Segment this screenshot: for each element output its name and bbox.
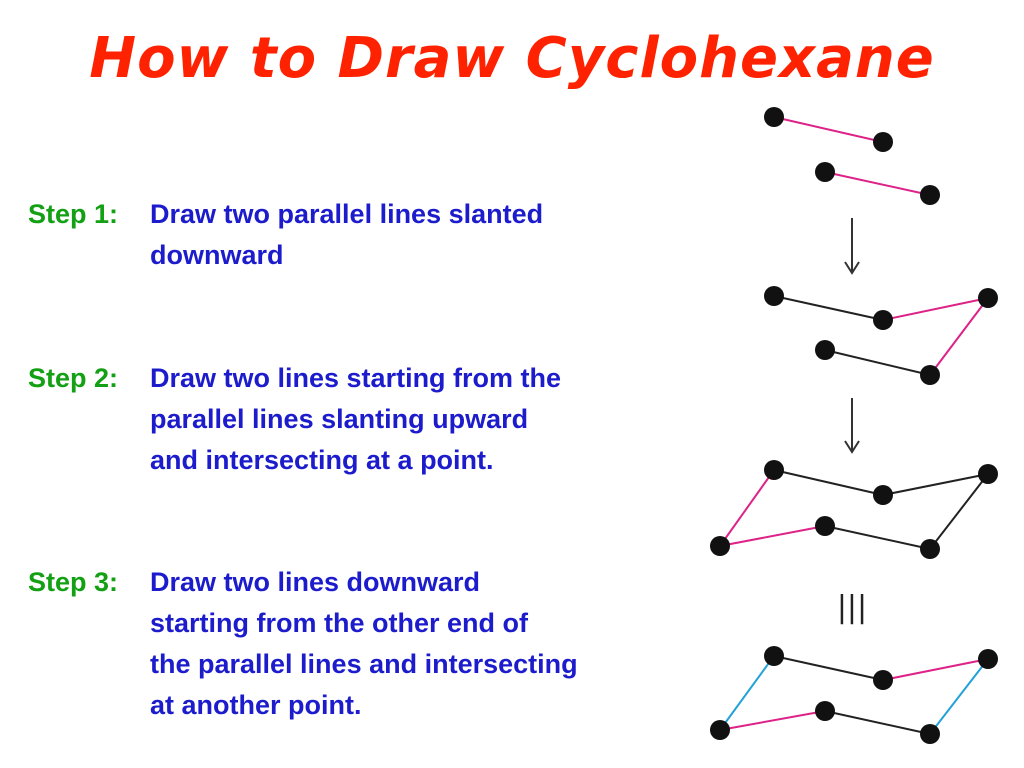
step-1-label: Step 1: bbox=[28, 199, 119, 229]
step-3-line-4: at another point. bbox=[150, 690, 362, 720]
atom-dot-icon bbox=[873, 670, 893, 690]
step-3-label: Step 3: bbox=[28, 567, 119, 597]
step-1-line-2: downward bbox=[150, 240, 284, 270]
cyclohexane-diagram: ||| bbox=[710, 107, 998, 744]
bond-line bbox=[824, 710, 931, 735]
step-2-line-2: parallel lines slanting upward bbox=[150, 404, 529, 434]
atom-dot-icon bbox=[873, 310, 893, 330]
congruent-symbol: ||| bbox=[837, 590, 867, 625]
bond-line bbox=[824, 525, 931, 550]
atom-dot-icon bbox=[815, 516, 835, 536]
atom-dot-icon bbox=[815, 340, 835, 360]
atom-dot-icon bbox=[978, 649, 998, 669]
bond-line bbox=[882, 658, 989, 681]
step-2-text: Draw two lines starting from the paralle… bbox=[150, 358, 561, 481]
stage-1-parallel-lines bbox=[764, 107, 940, 205]
step-2-line-3: and intersecting at a point. bbox=[150, 445, 494, 475]
bond-line bbox=[929, 473, 989, 550]
bond-line bbox=[773, 116, 884, 143]
bond-line bbox=[773, 655, 884, 681]
stage-2-upward-lines bbox=[764, 286, 998, 385]
bond-line bbox=[929, 658, 989, 735]
step-3-line-1: Draw two lines downward bbox=[150, 567, 481, 597]
atom-dot-icon bbox=[764, 460, 784, 480]
bond-line bbox=[719, 525, 826, 547]
bond-line bbox=[824, 349, 931, 376]
down-arrow-icon bbox=[844, 218, 860, 275]
atom-dot-icon bbox=[815, 701, 835, 721]
step-1-line-1: Draw two parallel lines slanted bbox=[150, 199, 544, 229]
final-chair-structure bbox=[710, 646, 998, 744]
step-3-text: Draw two lines downward starting from th… bbox=[150, 562, 578, 726]
step-2-line-1: Draw two lines starting from the bbox=[150, 363, 562, 393]
atom-dot-icon bbox=[978, 288, 998, 308]
bond-line bbox=[719, 469, 775, 547]
atom-dot-icon bbox=[873, 132, 893, 152]
atom-dot-icon bbox=[710, 536, 730, 556]
step-1-text: Draw two parallel lines slanted downward bbox=[150, 194, 543, 276]
atom-dot-icon bbox=[873, 485, 893, 505]
bond-line bbox=[929, 297, 989, 376]
atom-dot-icon bbox=[764, 646, 784, 666]
bond-line bbox=[773, 469, 884, 496]
bond-line bbox=[882, 297, 989, 321]
atom-dot-icon bbox=[920, 185, 940, 205]
atom-dot-icon bbox=[920, 724, 940, 744]
step-2-label: Step 2: bbox=[28, 363, 119, 393]
stage-3-downward-lines bbox=[710, 460, 998, 559]
step-3-line-2: starting from the other end of bbox=[150, 608, 528, 638]
bond-line bbox=[719, 655, 775, 731]
atom-dot-icon bbox=[710, 720, 730, 740]
atom-dot-icon bbox=[815, 162, 835, 182]
atom-dot-icon bbox=[764, 107, 784, 127]
bond-line bbox=[824, 171, 931, 196]
bond-line bbox=[719, 710, 826, 731]
bond-line bbox=[773, 295, 884, 321]
down-arrow-icon bbox=[844, 398, 860, 454]
atom-dot-icon bbox=[920, 539, 940, 559]
atom-dot-icon bbox=[764, 286, 784, 306]
bond-line bbox=[882, 473, 989, 496]
atom-dot-icon bbox=[978, 464, 998, 484]
page-title: How to Draw Cyclohexane bbox=[89, 26, 935, 91]
step-3-line-3: the parallel lines and intersecting bbox=[150, 649, 578, 679]
atom-dot-icon bbox=[920, 365, 940, 385]
